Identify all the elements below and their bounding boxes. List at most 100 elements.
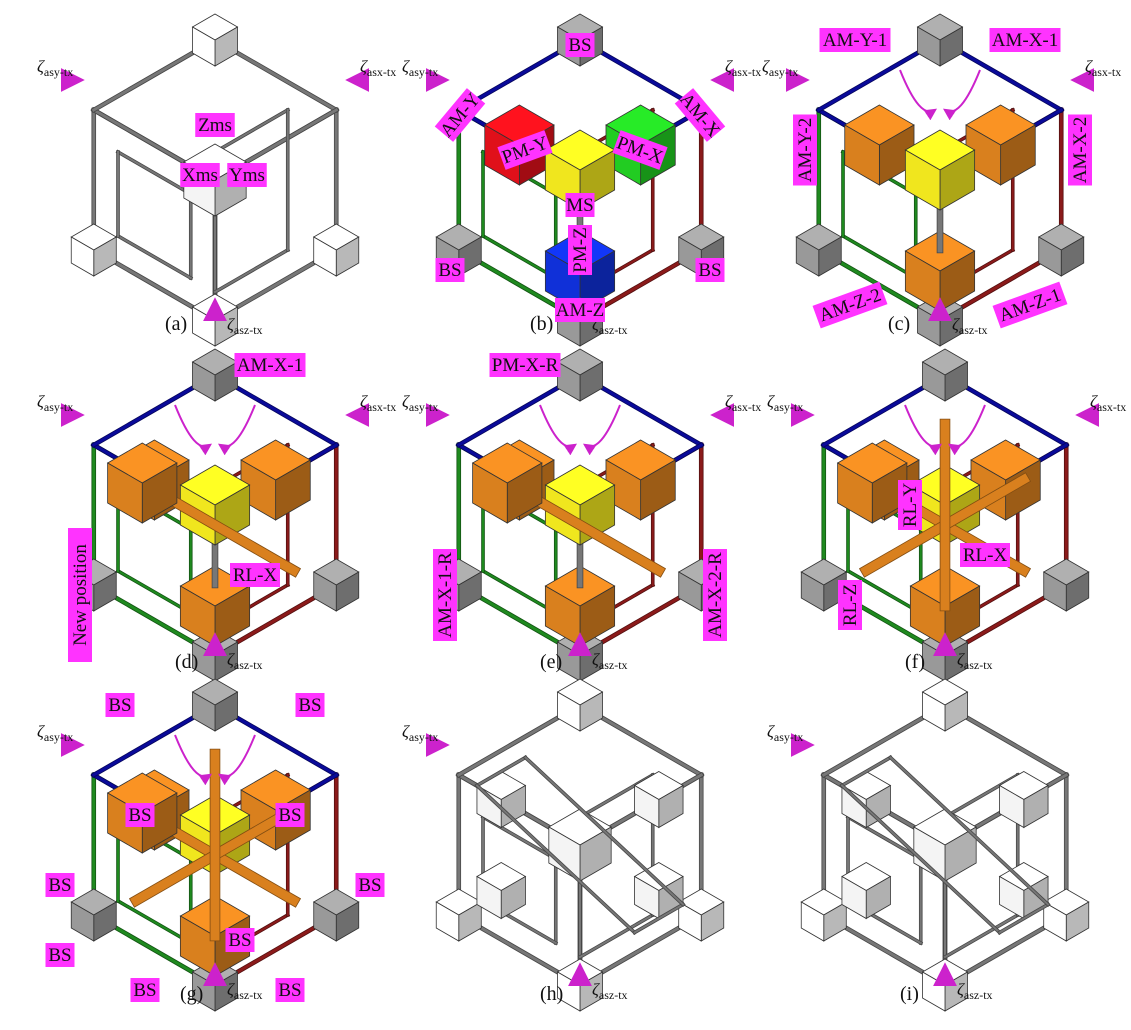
zeta-asy-tx: ζasy-tx [767, 722, 803, 744]
callout-arrow [945, 70, 980, 112]
base-support-block [557, 679, 602, 731]
tag-g-bs: BS [46, 873, 75, 897]
zeta-asx-tx: ζasx-tx [725, 57, 761, 79]
tag-g-bs-text: BS [278, 980, 301, 1001]
tag-b-bs: BS [566, 33, 595, 57]
panel-caption: (c) [888, 313, 910, 335]
zeta-asy-tx: ζasy-tx [402, 57, 438, 79]
base-support-block [192, 679, 237, 731]
tag-d-rl-x-text: RL-X [233, 565, 278, 586]
tag-b-pm-z: PM-Z [568, 225, 592, 275]
tag-g-bs: BS [126, 803, 155, 827]
tag-g-bs-text: BS [48, 945, 71, 966]
panel-caption: (f) [905, 651, 925, 673]
tag-a-zms-text: Zms [198, 115, 232, 136]
tag-c-am-y-1: AM-Y-1 [820, 28, 891, 52]
moving-stage [549, 809, 611, 881]
zeta-asy-tx: ζasy-tx [37, 57, 73, 79]
tag-e-pm-x-r-text: PM-X-R [492, 355, 559, 376]
base-support-block [192, 14, 237, 66]
tag-d-new-position-text: New position [70, 544, 91, 646]
zeta-asx-tx: ζasx-tx [1085, 57, 1121, 79]
actuator-module-y [241, 440, 310, 520]
tag-b-am-z-text: AM-Z [556, 300, 605, 321]
panel-caption: (a) [165, 313, 187, 335]
tag-c-am-y-1-text: AM-Y-1 [823, 30, 887, 51]
callout-arrow [175, 405, 210, 447]
tag-c-am-z-2: AM-Z-2 [813, 282, 888, 329]
panel-caption: (b) [530, 313, 553, 335]
tag-a-xms: Xms [180, 163, 220, 187]
panel-caption: (g) [180, 983, 203, 1005]
tag-f-rl-y-text: RL-Y [900, 483, 921, 528]
tag-a-yms: Yms [227, 163, 267, 187]
tag-b-bs: BS [436, 258, 465, 282]
zeta-asz-tx: ζasz-tx [227, 315, 263, 337]
tag-e-am-x-1-r: AM-X-1-R [433, 549, 457, 641]
tag-g-bs-text: BS [128, 805, 151, 826]
tag-d-rl-x: RL-X [230, 563, 280, 587]
panel-g: ζasy-txζasz-txBSBSBSBSBSBSBSBSBSBS(g) [37, 679, 385, 1011]
tag-f-rl-x: RL-X [960, 543, 1010, 567]
tag-f-rl-z-text: RL-Z [840, 584, 861, 626]
tag-b-am-z: AM-Z [555, 298, 605, 322]
tag-c-am-z-1-text: AM-Z-1 [996, 285, 1064, 327]
base-support-block [1039, 224, 1084, 276]
tag-b-bs-text: BS [698, 260, 721, 281]
tag-g-bs: BS [276, 803, 305, 827]
callout-arrow [220, 735, 255, 777]
base-support-block [917, 14, 962, 66]
zeta-asy-tx: ζasy-tx [37, 722, 73, 744]
panel-h: ζasy-tx ζasz-tx (h) [402, 679, 724, 1011]
base-support-block [314, 224, 359, 276]
tag-e-am-x-2-r: AM-X-2-R [703, 549, 727, 641]
tag-g-bs: BS [296, 693, 325, 717]
tag-b-ms: MS [566, 193, 595, 217]
tag-g-bs: BS [356, 873, 385, 897]
callout-arrow [220, 405, 255, 447]
tag-e-pm-x-r: PM-X-R [490, 353, 561, 377]
callout-arrow [950, 405, 985, 447]
zeta-asy-tx: ζasy-tx [402, 722, 438, 744]
callout-arrow [905, 405, 940, 447]
tag-c-am-x-1: AM-X-1 [990, 28, 1061, 52]
base-support-block [922, 349, 967, 401]
zeta-asy-tx: ζasy-tx [767, 392, 803, 414]
tag-c-am-y-2-text: AM-Y-2 [795, 118, 816, 182]
zeta-asz-tx: ζasz-tx [957, 650, 993, 672]
panel-a: ζasy-tx ζasx-tx ζasz-tx ZmsXms Yms (a) [37, 14, 396, 346]
zeta-asx-tx: ζasx-tx [360, 57, 396, 79]
tag-d-am-x-1-text: AM-X-1 [237, 355, 304, 376]
tag-c-am-z-1: AM-Z-1 [993, 282, 1068, 329]
panel-c: ζasy-txζasx-txζasz-txAM-Y-1AM-X-1AM-Y-2A… [762, 14, 1121, 346]
tag-g-bs: BS [226, 928, 255, 952]
tag-g-bs: BS [46, 943, 75, 967]
tag-c-am-x-2: AM-X-2 [1068, 115, 1092, 186]
zeta-asz-tx: ζasz-tx [592, 980, 628, 1002]
base-support-block [557, 349, 602, 401]
base-support-block [71, 889, 116, 941]
tag-f-rl-x-text: RL-X [963, 545, 1008, 566]
tag-g-bs-text: BS [278, 805, 301, 826]
tag-f-rl-z: RL-Z [838, 580, 862, 630]
base-support-block [796, 224, 841, 276]
tag-d-new-position: New position [68, 528, 92, 662]
panel-caption: (h) [540, 983, 563, 1005]
tag-g-bs-text: BS [108, 695, 131, 716]
callout-arrow [540, 405, 575, 447]
tag-c-am-y-2: AM-Y-2 [793, 115, 817, 186]
tag-g-bs-text: BS [133, 980, 156, 1001]
panel-caption: (e) [540, 651, 562, 673]
tag-g-bs-text: BS [228, 930, 251, 951]
tag-c-am-x-2-text: AM-X-2 [1070, 117, 1091, 184]
tag-e-am-x-2-r-text: AM-X-2-R [705, 552, 726, 638]
moving-stage [914, 809, 976, 881]
tag-g-bs: BS [131, 978, 160, 1002]
tag-b-bs-text: BS [438, 260, 461, 281]
zeta-asy-tx: ζasy-tx [402, 392, 438, 414]
callout-arrow [175, 735, 210, 777]
